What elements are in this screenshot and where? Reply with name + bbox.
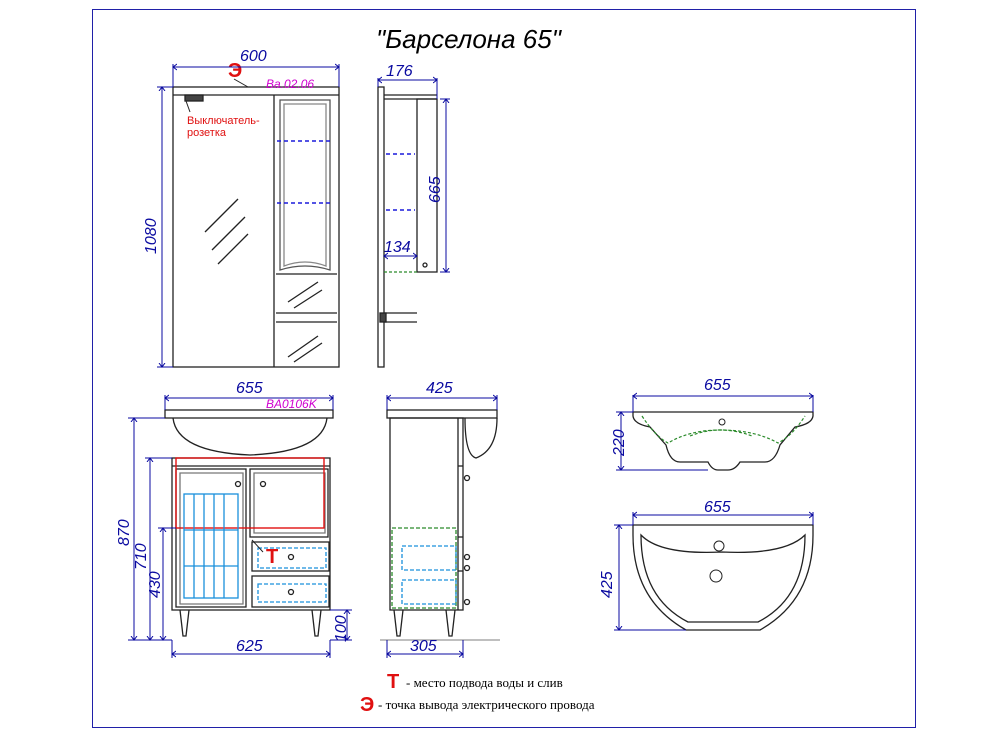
dimension-sink-655-front (633, 395, 813, 412)
dim-mirror-height: 1080 (143, 218, 160, 254)
dim-sink-depth: 425 (599, 571, 616, 598)
vanity-side (380, 409, 500, 641)
sink-tap-hole (718, 418, 726, 426)
dimension-665 (440, 99, 450, 272)
drawing-title: "Барселона 65" (376, 24, 563, 54)
dim-total-height: 870 (116, 519, 133, 546)
mirror-cabinet-side (377, 86, 438, 368)
socket-label-line1: Выключатель- (187, 115, 260, 127)
dim-shelf-depth: 134 (384, 239, 411, 256)
dim-vanity-depth: 425 (426, 380, 453, 397)
dimension-vanity-655 (165, 395, 333, 410)
dim-mirror-depth: 176 (386, 63, 413, 80)
dim-sink-front-width: 655 (704, 377, 731, 394)
legend-e-text: - точка вывода электрического провода (378, 697, 595, 712)
sink-basin-hidden (641, 415, 806, 444)
mirror-cabinet-front (172, 86, 340, 368)
sink-tap-hole-top (713, 540, 725, 552)
socket-leader (233, 78, 249, 88)
legend-e-mark: Э (360, 694, 374, 716)
dim-shelf-height: 665 (427, 176, 444, 203)
dimension-430 (158, 528, 176, 640)
dimension-sink-425 (614, 525, 686, 630)
socket-label-line2: розетка (187, 127, 227, 139)
dimension-1080 (157, 87, 173, 367)
dim-sink-top-width: 655 (704, 499, 731, 516)
drawing-frame (92, 9, 916, 728)
vanity-code: BA0106K (266, 397, 318, 411)
legend-t-mark: Т (387, 671, 399, 693)
dim-body-depth: 305 (410, 638, 437, 655)
side-drawers-hidden (401, 545, 457, 605)
dimension-100 (330, 610, 352, 640)
dimension-side-425 (387, 395, 497, 410)
plumbing-mark: Т (266, 546, 278, 568)
dimension-220 (616, 412, 708, 470)
dimension-625 (172, 640, 330, 658)
dim-body-width: 625 (236, 638, 263, 655)
vanity-front (164, 409, 334, 637)
mirror-shelves-hidden (277, 140, 333, 204)
dimension-305 (387, 640, 463, 658)
plumbing-zone-top (175, 457, 325, 529)
dimension-710 (145, 458, 172, 640)
dim-plumbing-height: 430 (147, 571, 164, 598)
dim-vanity-top-width: 655 (236, 380, 263, 397)
legend-t-text: - место подвода воды и слив (406, 675, 563, 690)
socket-label-leader (185, 100, 191, 113)
dim-mirror-width: 600 (240, 48, 267, 65)
dimension-600 (173, 64, 339, 87)
plumbing-leader (251, 539, 264, 553)
dim-body-height: 710 (133, 543, 150, 570)
legend: Т - место подвода воды и слив Э - точка … (360, 671, 595, 716)
plumbing-pipes (183, 493, 327, 603)
side-shelves-hidden (386, 153, 415, 211)
dimension-sink-655-top (633, 512, 813, 525)
mirror-code: Ba.02.06 (266, 77, 314, 91)
dimension-176 (378, 78, 437, 99)
dim-leg-height: 100 (333, 615, 350, 642)
sink-drain-hole (709, 569, 723, 583)
dim-sink-height: 220 (611, 429, 628, 457)
sink-front-view (632, 411, 814, 471)
sink-top-view (632, 524, 814, 631)
